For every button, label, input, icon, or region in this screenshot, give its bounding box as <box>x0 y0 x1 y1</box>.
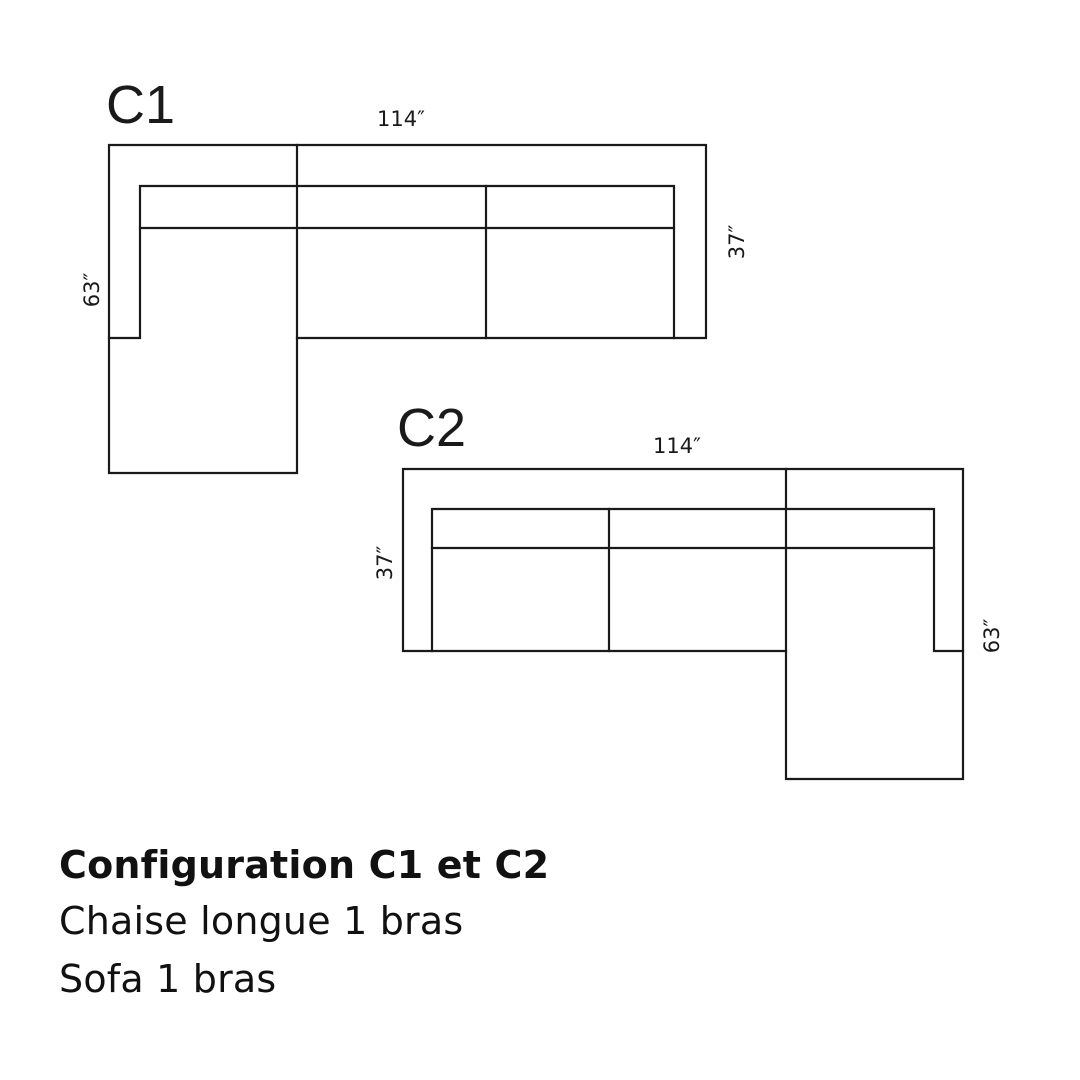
caption-title: Configuration C1 et C2 <box>59 843 550 887</box>
c2-chaise-dimension: 63″ <box>980 619 1004 654</box>
diagram-c1: C1 114″ 37″ 63″ <box>80 75 749 475</box>
c1-width-dimension: 114″ <box>377 107 425 131</box>
configuration-caption: Configuration C1 et C2 Chaise longue 1 b… <box>59 838 549 1008</box>
c2-width-dimension: 114″ <box>653 434 701 458</box>
c1-chaise-arm <box>107 184 676 340</box>
c2-label: C2 <box>397 398 466 458</box>
diagram-c2: C2 114″ 37″ 63″ <box>373 398 1004 781</box>
caption-line-chaise: Chaise longue 1 bras <box>59 899 464 943</box>
c1-label: C1 <box>106 75 175 135</box>
c2-depth-dimension: 37″ <box>373 546 397 581</box>
c1-depth-dimension: 37″ <box>725 225 749 260</box>
c1-chaise-dimension: 63″ <box>80 273 104 308</box>
c1-sofa-outline <box>107 143 708 475</box>
c2-chaise-arm <box>430 507 965 653</box>
caption-line-sofa: Sofa 1 bras <box>59 957 277 1001</box>
c2-sofa-outline <box>401 467 965 781</box>
c2-outer-outline <box>401 467 965 781</box>
